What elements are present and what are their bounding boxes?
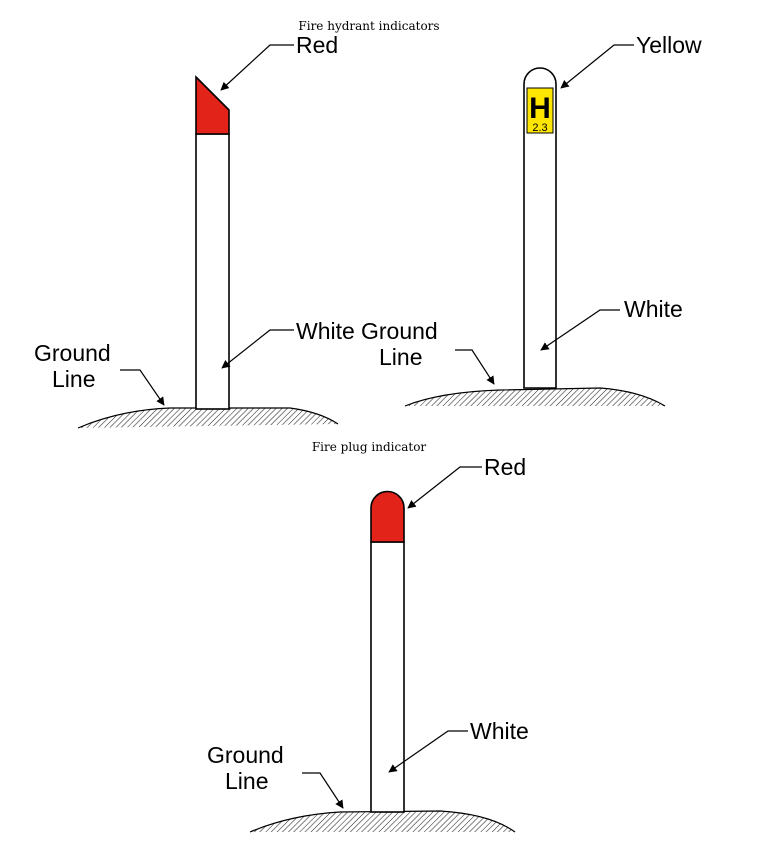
right-ground-line bbox=[404, 387, 666, 407]
right-ground-leader bbox=[455, 349, 495, 385]
right-sign-number: 2.3 bbox=[532, 122, 547, 134]
plug-post-red-cap bbox=[370, 490, 405, 543]
right-ground-hatch bbox=[405, 388, 665, 406]
right-ground-label-1: Ground bbox=[361, 318, 438, 344]
right-white-leader bbox=[540, 309, 620, 351]
right-hydrant-indicator: H 2.3 Yellow White Ground Line bbox=[361, 32, 702, 407]
plug-red-label: Red bbox=[484, 454, 526, 480]
right-white-label: White bbox=[624, 296, 683, 322]
right-sign-letter: H bbox=[529, 92, 551, 125]
plug-ground-label-2: Line bbox=[225, 768, 268, 794]
right-yellow-sign bbox=[526, 87, 554, 134]
left-white-leader bbox=[221, 329, 294, 369]
right-yellow-leader bbox=[560, 44, 634, 89]
plug-ground-hatch bbox=[250, 811, 515, 832]
plug-caption: Fire plug indicator bbox=[312, 440, 427, 454]
plug-ground-leader bbox=[302, 772, 344, 809]
left-post-red-cap bbox=[195, 75, 230, 135]
plug-ground-line bbox=[249, 810, 516, 833]
left-post-body bbox=[195, 133, 230, 410]
right-ground-label-2: Line bbox=[379, 344, 422, 370]
left-ground-hatch bbox=[78, 408, 338, 428]
plug-white-leader bbox=[388, 730, 468, 773]
hydrant-caption: Fire hydrant indicators bbox=[298, 19, 439, 33]
right-post-body bbox=[523, 67, 557, 389]
left-red-label: Red bbox=[296, 32, 338, 58]
left-hydrant-indicator: Red White Ground Line bbox=[34, 32, 355, 429]
left-ground-line bbox=[77, 407, 339, 429]
fire-plug-indicator: Red White Ground Line bbox=[207, 454, 529, 833]
plug-ground-label-1: Ground bbox=[207, 742, 284, 768]
left-ground-label-2: Line bbox=[52, 366, 95, 392]
right-yellow-label: Yellow bbox=[636, 32, 702, 58]
plug-red-leader bbox=[407, 466, 482, 509]
left-ground-leader bbox=[120, 369, 165, 406]
plug-post-body bbox=[370, 541, 405, 813]
left-white-label: White bbox=[296, 318, 355, 344]
left-ground-label-1: Ground bbox=[34, 340, 111, 366]
plug-white-label: White bbox=[470, 718, 529, 744]
left-red-leader bbox=[220, 44, 294, 91]
